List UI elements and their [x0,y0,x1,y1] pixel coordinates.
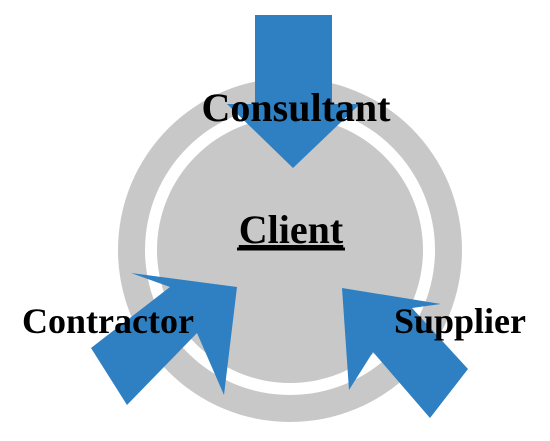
node-label-contractor: Contractor [22,301,194,341]
node-label-supplier: Supplier [394,301,526,341]
arrow-up-right-icon [91,273,237,405]
arrow-up-left-icon [342,288,468,418]
arrow-down-icon [227,15,360,168]
center-label-client: Client [239,207,344,252]
node-label-consultant: Consultant [202,85,392,130]
